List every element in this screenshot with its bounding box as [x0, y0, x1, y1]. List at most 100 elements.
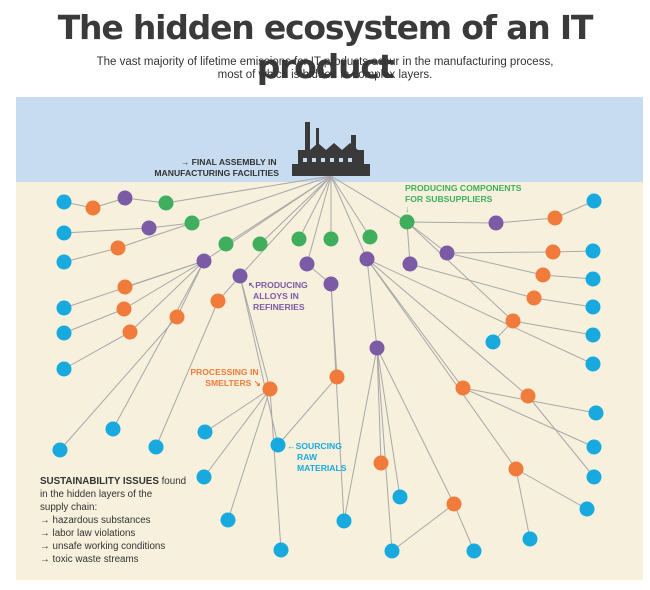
raw-material-node: [56, 254, 72, 270]
issue-item: → labor law violations: [40, 528, 136, 539]
label-smelters: PROCESSING IN SMELTERS ↘: [190, 367, 261, 388]
raw-material-node: [588, 405, 604, 421]
raw-material-node: [56, 300, 72, 316]
label-line: ←SOURCING: [287, 441, 342, 451]
raw-material-node: [392, 489, 408, 505]
raw-material-node: [579, 501, 595, 517]
smelter-node: [547, 210, 563, 226]
raw-material-node: [585, 243, 601, 259]
supply-link: [462, 387, 595, 448]
supply-link: [204, 388, 271, 433]
component-node: [218, 236, 234, 252]
supply-link: [63, 227, 150, 234]
supply-link: [330, 175, 408, 223]
raw-material-node: [56, 325, 72, 341]
alloy-node: [323, 276, 339, 292]
sustainability-issues-box: SUSTAINABILITY ISSUES found in the hidde…: [40, 475, 230, 566]
supply-link: [542, 274, 594, 280]
supply-link: [63, 247, 119, 263]
issues-heading-rest: found: [158, 476, 187, 487]
smelter-node: [122, 324, 138, 340]
smelter-node: [545, 244, 561, 260]
supply-link: [112, 260, 205, 430]
raw-material-node: [56, 361, 72, 377]
supply-link: [446, 252, 544, 276]
label-line: FOR SUBSUPPLIERS: [405, 194, 493, 204]
alloy-node: [196, 253, 212, 269]
supply-link: [306, 175, 332, 265]
component-node: [323, 231, 339, 247]
label-components: PRODUCING COMPONENTS FOR SUBSUPPLIERS ↓: [405, 183, 524, 214]
smelter-node: [329, 369, 345, 385]
raw-material-node: [586, 439, 602, 455]
supply-chain-nodes: [52, 190, 604, 559]
label-line: ↖PRODUCING: [248, 280, 308, 290]
supply-link: [453, 503, 475, 552]
supply-link: [203, 388, 271, 478]
raw-material-node: [466, 543, 482, 559]
supply-link: [63, 308, 125, 334]
issues-heading-bold: SUSTAINABILITY ISSUES: [40, 476, 159, 487]
supply-link: [376, 347, 393, 552]
alloy-node: [232, 268, 248, 284]
supply-link: [155, 300, 219, 448]
raw-material-node: [197, 424, 213, 440]
supply-link: [406, 221, 497, 224]
raw-material-node: [586, 469, 602, 485]
supply-link: [495, 217, 556, 224]
raw-material-node: [336, 513, 352, 529]
supply-link: [59, 316, 178, 451]
smelter-node: [505, 313, 521, 329]
supply-link: [366, 258, 517, 470]
raw-material-node: [56, 194, 72, 210]
supply-link: [227, 388, 271, 521]
raw-material-node: [196, 469, 212, 485]
supply-link: [366, 258, 378, 349]
smelter-node: [117, 279, 133, 295]
page-title: The hidden ecosystem of an IT product: [57, 8, 594, 86]
component-node: [291, 231, 307, 247]
component-node: [158, 195, 174, 211]
supply-link: [512, 320, 594, 336]
raw-material-node: [585, 299, 601, 315]
issue-item: → toxic waste streams: [40, 554, 139, 565]
label-line: SMELTERS ↘: [205, 378, 261, 388]
component-node: [184, 215, 200, 231]
supply-link: [366, 258, 594, 365]
alloy-node: [299, 256, 315, 272]
supply-link: [259, 175, 332, 245]
smelter-node: [262, 381, 278, 397]
label-line: RAW: [297, 452, 318, 462]
raw-material-node: [105, 421, 121, 437]
raw-material-node: [585, 271, 601, 287]
smelter-node: [169, 309, 185, 325]
supply-link: [330, 283, 345, 522]
raw-material-node: [522, 531, 538, 547]
supply-link: [446, 251, 554, 254]
label-line: ↓: [405, 204, 409, 214]
page-subtitle: The vast majority of lifetime emissions …: [60, 56, 590, 82]
supply-link: [239, 175, 332, 277]
supply-link: [376, 347, 382, 464]
label-raw-materials: ←SOURCING RAW MATERIALS: [287, 441, 347, 473]
smelter-node: [535, 267, 551, 283]
alloy-node: [488, 215, 504, 231]
alloy-node: [359, 251, 375, 267]
smelter-node: [508, 461, 524, 477]
supply-link: [330, 175, 371, 238]
raw-material-node: [52, 442, 68, 458]
supply-link: [239, 275, 271, 390]
raw-material-node: [384, 543, 400, 559]
supply-chain-links: [59, 175, 597, 552]
alloy-node: [369, 340, 385, 356]
raw-material-node: [148, 439, 164, 455]
label-final-assembly: → FINAL ASSEMBLY IN MANUFACTURING FACILI…: [154, 157, 279, 178]
label-line: MATERIALS: [297, 463, 347, 473]
supply-link: [239, 275, 279, 446]
raw-material-node: [56, 225, 72, 241]
smelter-node: [520, 388, 536, 404]
supply-link: [117, 222, 193, 249]
label-line: REFINERIES: [253, 302, 305, 312]
supply-link: [330, 175, 368, 260]
